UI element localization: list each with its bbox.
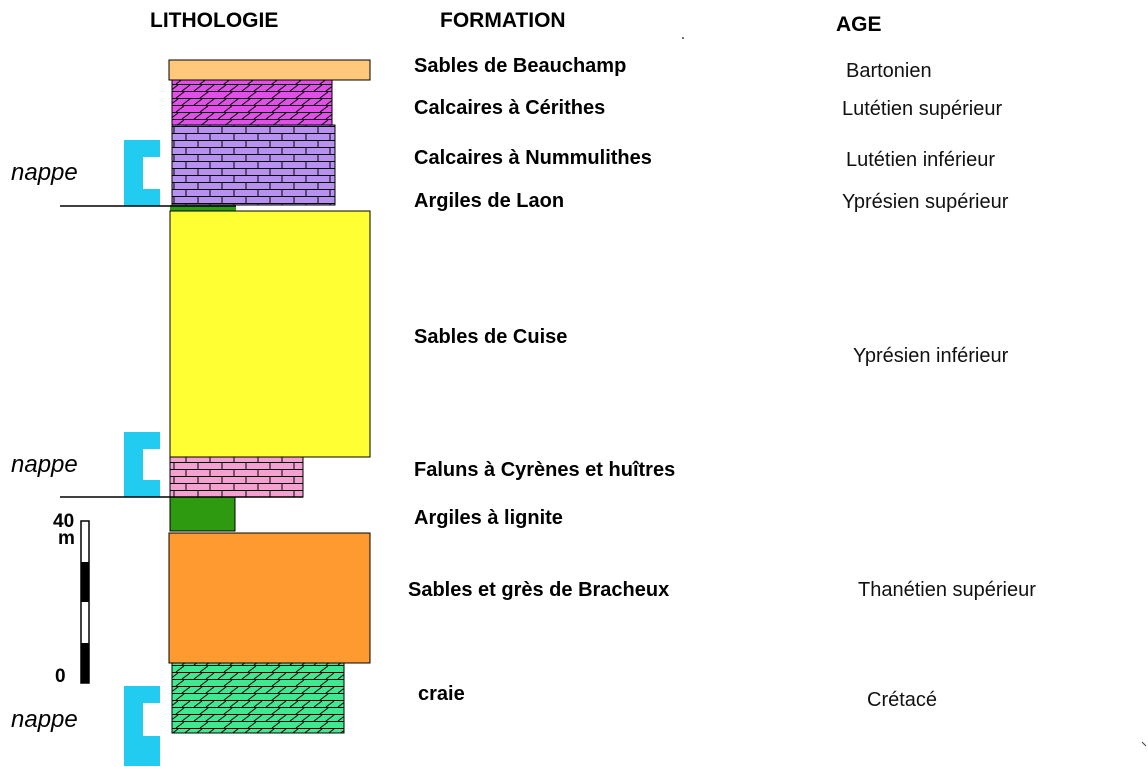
scale-unit-label: m — [58, 530, 75, 547]
layer-faluns-a-cyrenes-pattern — [170, 457, 303, 497]
age-label-1: Bartonien — [846, 60, 932, 83]
layer-sables-de-beauchamp — [169, 60, 370, 80]
aquifer-notch-3 — [143, 703, 160, 736]
age-label-3: Lutétien inférieur — [846, 149, 995, 172]
formation-label-3: Calcaires à Nummulithes — [414, 147, 652, 170]
formation-label-2: Calcaires à Cérithes — [414, 97, 605, 120]
age-label-2: Lutétien supérieur — [842, 98, 1002, 121]
scale-bar-segment-1 — [81, 562, 89, 602]
aquifer-label-1: nappe — [11, 159, 78, 187]
formation-label-8: Sables et grès de Bracheux — [408, 579, 669, 602]
aquifer-label-2: nappe — [11, 451, 78, 479]
layer-craie-pattern — [172, 663, 344, 733]
scale-bar-segment-2 — [81, 643, 89, 683]
header-lithology: LITHOLOGIE — [150, 9, 278, 33]
aquifer-label-3: nappe — [11, 706, 78, 734]
aquifer-notch-1 — [143, 157, 160, 189]
age-label-5: Yprésien inférieur — [853, 345, 1008, 368]
formation-label-6: Faluns à Cyrènes et huîtres — [414, 459, 675, 482]
formation-label-1: Sables de Beauchamp — [414, 55, 626, 78]
header-age: AGE — [836, 13, 882, 37]
aquifer-notch-2 — [143, 449, 160, 480]
layer-sables-de-cuise — [170, 211, 370, 457]
age-label-9: Crétacé — [867, 689, 937, 712]
stray-dot-top — [682, 37, 684, 39]
formation-label-4: Argiles de Laon — [414, 190, 564, 213]
layer-argiles-a-lignite — [170, 497, 235, 531]
age-label-8: Thanétien supérieur — [858, 579, 1036, 602]
layer-sables-et-gres-de-bracheux — [169, 533, 370, 663]
scale-bottom-label: 0 — [55, 668, 66, 685]
header-formation: FORMATION — [440, 9, 566, 33]
stray-mark-bottom-right — [1142, 742, 1146, 746]
formation-label-5: Sables de Cuise — [414, 326, 567, 349]
formation-label-9: craie — [418, 683, 465, 706]
age-label-4: Yprésien supérieur — [842, 191, 1008, 214]
formation-label-7: Argiles à lignite — [414, 507, 563, 530]
layer-calcaires-a-cerithes-pattern — [172, 80, 332, 125]
layer-calcaires-a-nummulithes-pattern — [172, 125, 335, 205]
